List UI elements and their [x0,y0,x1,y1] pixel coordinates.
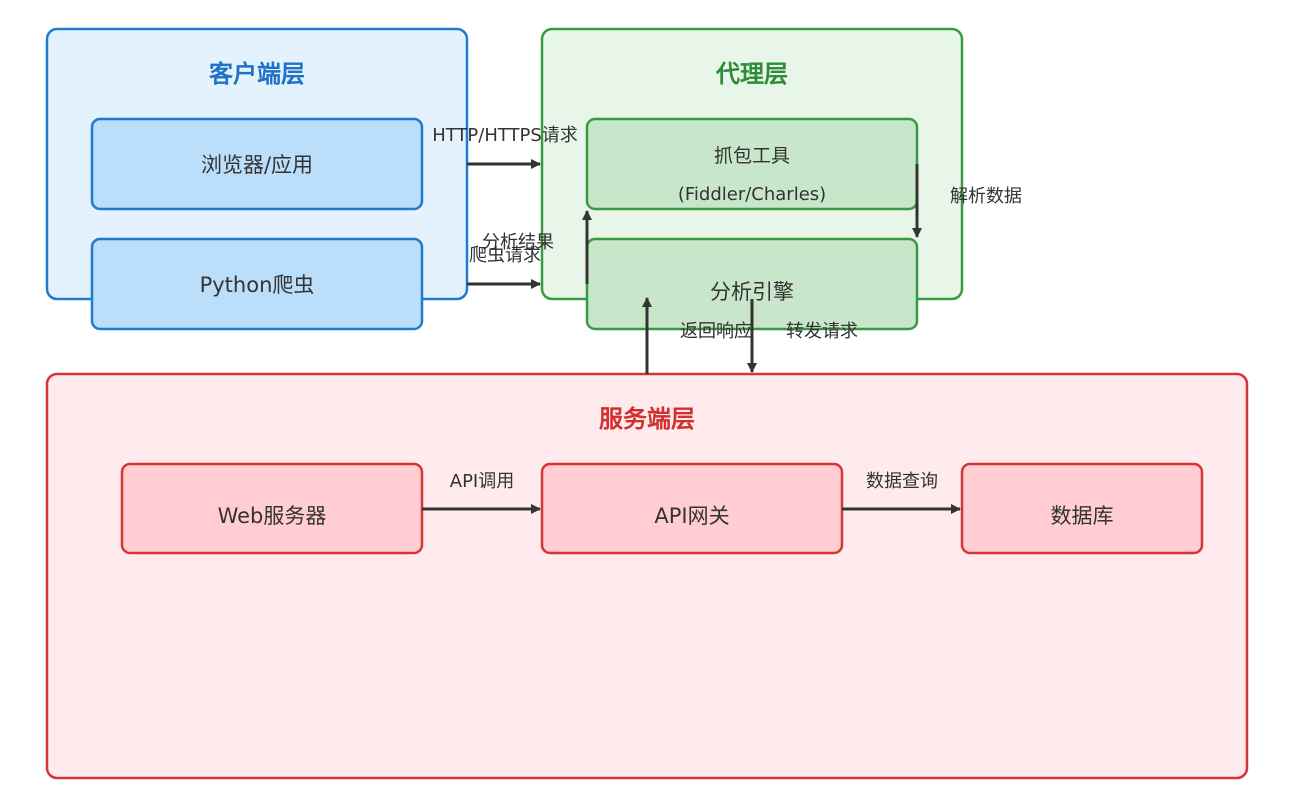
capture-tool-label: 抓包工具 [714,145,790,167]
server-layer [45,372,1249,780]
analysis-result-edge-label: 分析结果 [482,232,554,253]
database-label: 数据库 [1051,504,1114,528]
browser-node-label: 浏览器/应用 [201,153,313,177]
proxy-layer-title: 代理层 [715,60,788,88]
database-node [960,462,1204,555]
server-layer-title: 服务端层 [599,405,695,433]
api-gateway-label: API网关 [654,504,729,528]
crawler-request-edge-label: 爬虫请求 [469,245,541,266]
parse-data-edge-label: 解析数据 [950,186,1022,207]
return-response-edge-label: 返回响应 [680,321,752,342]
client-layer-title: 客户端层 [209,60,305,88]
browser-node [90,117,424,211]
capture-tool-sublabel: (Fiddler/Charles) [678,184,826,205]
web-server-label: Web服务器 [218,504,327,528]
crawler-node-label: Python爬虫 [200,273,315,297]
api-call-edge-label: API调用 [450,471,514,492]
data-query-edge-label: 数据查询 [866,471,938,492]
crawler-node [90,237,424,331]
http-request-edge-label: HTTP/HTTPS请求 [432,125,578,146]
forward-request-edge-label: 转发请求 [786,321,858,342]
